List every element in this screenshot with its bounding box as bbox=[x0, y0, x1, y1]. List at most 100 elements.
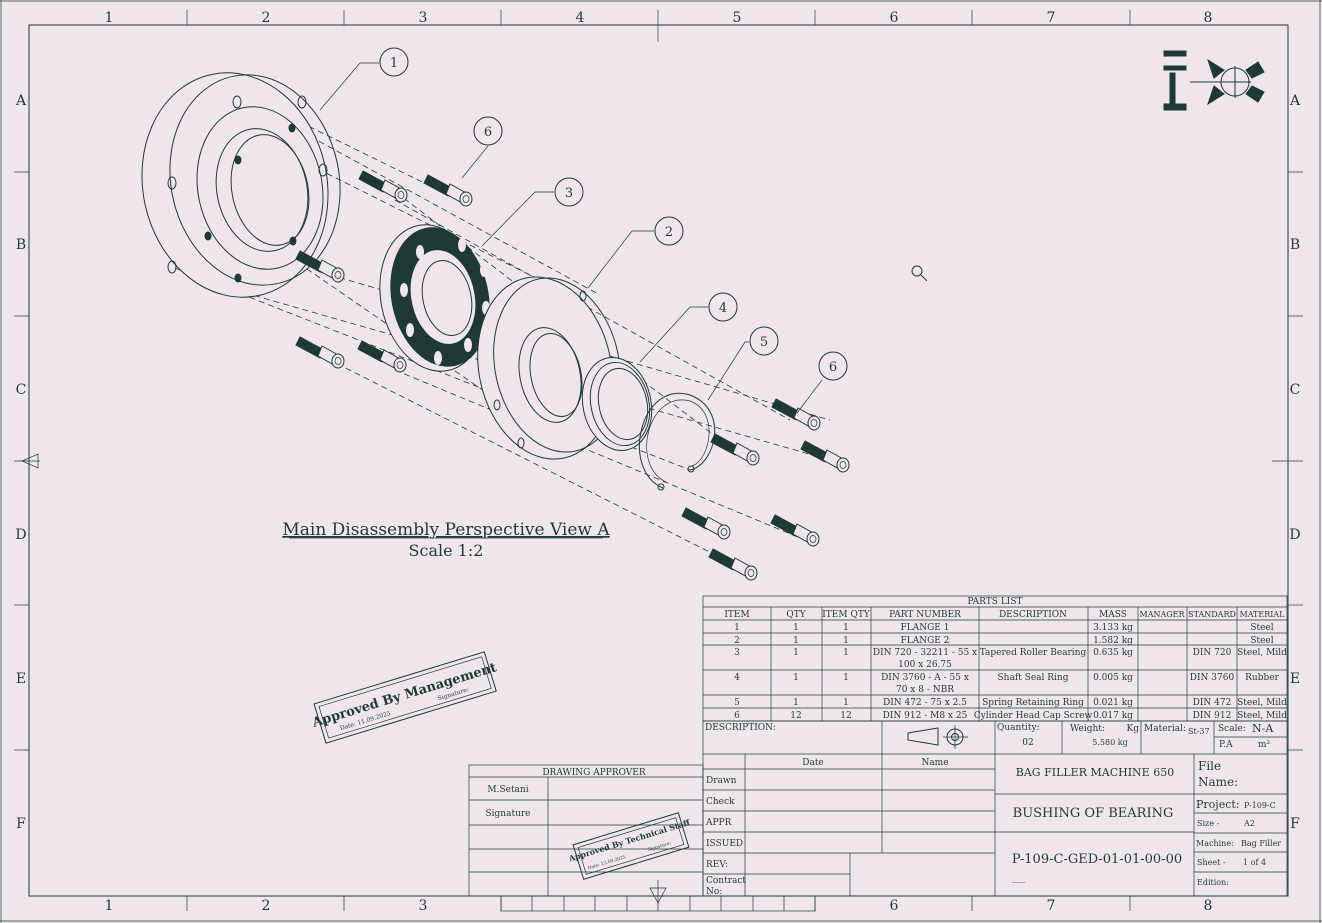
bearing bbox=[379, 224, 490, 372]
management-stamp: Approved By Management Date: 11.09.2025 … bbox=[310, 651, 499, 744]
parts-list: PARTS LIST ITEM QTY ITEM QTY PART NUMBER… bbox=[702, 595, 1288, 722]
view-scale: Scale 1:2 bbox=[409, 541, 484, 560]
parts-list-cell-desc: Shaft Seal Ring bbox=[998, 673, 1069, 683]
parts-list-cell-std: DIN 3760 bbox=[1190, 673, 1235, 683]
svg-text:3: 3 bbox=[419, 10, 428, 26]
svg-text:PART NUMBER: PART NUMBER bbox=[889, 610, 961, 620]
company-logo bbox=[1163, 50, 1265, 111]
svg-text:7: 7 bbox=[1047, 898, 1056, 914]
svg-text:STANDARD: STANDARD bbox=[1188, 610, 1236, 619]
callout-balloon: 1 bbox=[379, 47, 409, 77]
svg-text:Size -: Size - bbox=[1197, 819, 1220, 828]
parts-list-cell-material: Steel, Mild bbox=[1237, 648, 1287, 658]
parts-list-cell-item-qty: 1 bbox=[843, 698, 849, 708]
svg-text:Material:: Material: bbox=[1144, 724, 1186, 734]
parts-list-cell-qty: 1 bbox=[793, 698, 799, 708]
svg-text:Weight:: Weight: bbox=[1070, 724, 1105, 734]
svg-text:Approved By Technical Staff: Approved By Technical Staff bbox=[567, 817, 692, 864]
svg-text:DRAWING APPROVER: DRAWING APPROVER bbox=[542, 768, 646, 778]
drawing-number: P-109-C-GED-01-01-00-00 bbox=[1012, 852, 1182, 867]
svg-text:1: 1 bbox=[105, 898, 114, 914]
svg-text:E: E bbox=[16, 671, 26, 687]
parts-list-cell-material: Steel bbox=[1250, 636, 1273, 646]
parts-list-cell-part-cont: 70 x 8 - NBR bbox=[896, 685, 954, 695]
technical-stamp: Approved By Technical Staff Date: 12.09.… bbox=[567, 812, 692, 880]
parts-list-cell-mass: 0.635 kg bbox=[1093, 648, 1133, 658]
parts-list-cell-item: 6 bbox=[734, 711, 740, 721]
callout-balloon: 3 bbox=[554, 177, 584, 207]
svg-text:A: A bbox=[1289, 93, 1301, 109]
svg-text:2: 2 bbox=[665, 225, 673, 240]
zone-ticks bbox=[14, 10, 1303, 911]
parts-list-cell-part: DIN 3760 - A - 55 x bbox=[881, 673, 969, 683]
svg-text:1: 1 bbox=[390, 56, 398, 71]
parts-list-cell-std: DIN 912 bbox=[1193, 711, 1232, 721]
svg-text:A: A bbox=[15, 93, 27, 109]
parts-list-cell-material: Steel, Mild bbox=[1237, 698, 1287, 708]
svg-text:Approved By Management: Approved By Management bbox=[310, 660, 499, 731]
parts-list-cell-qty: 1 bbox=[793, 636, 799, 646]
svg-text:8: 8 bbox=[1204, 898, 1213, 914]
svg-text:A2: A2 bbox=[1243, 819, 1255, 828]
callout-balloon: 6 bbox=[818, 351, 848, 381]
svg-text:ISSUED: ISSUED bbox=[706, 839, 743, 849]
svg-text:MASS: MASS bbox=[1099, 610, 1127, 620]
parts-list-cell-part: DIN 472 - 75 x 2.5 bbox=[883, 698, 967, 708]
callout-balloon: 5 bbox=[749, 326, 779, 356]
svg-text:Bag Filler: Bag Filler bbox=[1241, 839, 1281, 848]
svg-text:Signature:: Signature: bbox=[647, 840, 672, 853]
svg-text:MATERIAL: MATERIAL bbox=[1240, 610, 1286, 619]
parts-list-cell-item: 2 bbox=[734, 636, 740, 646]
machine-name: BAG FILLER MACHINE 650 bbox=[1016, 766, 1174, 779]
svg-text:MANAGER: MANAGER bbox=[1140, 610, 1186, 619]
parts-list-cell-item-qty: 12 bbox=[840, 711, 851, 721]
svg-text:St-37: St-37 bbox=[1188, 727, 1210, 736]
svg-text:Kg: Kg bbox=[1127, 724, 1140, 734]
svg-text:Check: Check bbox=[706, 797, 735, 807]
flange-2 bbox=[477, 276, 621, 460]
seal-ring bbox=[581, 356, 653, 452]
svg-text:ITEM: ITEM bbox=[724, 610, 749, 620]
svg-text:02: 02 bbox=[1022, 738, 1033, 748]
svg-text:5.580 kg: 5.580 kg bbox=[1092, 738, 1127, 747]
parts-list-cell-item-qty: 1 bbox=[843, 673, 849, 683]
svg-text:2: 2 bbox=[262, 10, 271, 26]
svg-text:Quantity:: Quantity: bbox=[997, 723, 1040, 733]
magnifier-icon[interactable] bbox=[911, 265, 928, 282]
parts-list-cell-item-qty: 1 bbox=[843, 623, 849, 633]
parts-list-cell-item: 3 bbox=[734, 648, 740, 658]
svg-text:5: 5 bbox=[733, 10, 742, 26]
svg-text:2: 2 bbox=[262, 898, 271, 914]
part-name: BUSHING OF BEARING bbox=[1013, 806, 1174, 821]
svg-text:Signature: Signature bbox=[485, 809, 530, 819]
callout-balloon: 6 bbox=[473, 116, 503, 146]
svg-text:DESCRIPTION:: DESCRIPTION: bbox=[705, 723, 776, 733]
svg-text:7: 7 bbox=[1047, 10, 1056, 26]
svg-text:8: 8 bbox=[1204, 10, 1213, 26]
svg-text:Name:: Name: bbox=[1198, 775, 1238, 789]
svg-text:Name: Name bbox=[921, 758, 948, 768]
svg-text:REV:: REV: bbox=[706, 860, 728, 870]
callout-balloon: 2 bbox=[654, 216, 684, 246]
svg-text:Date: Date bbox=[802, 758, 824, 768]
svg-text:4: 4 bbox=[719, 301, 727, 316]
screw-group-2 bbox=[681, 398, 850, 581]
svg-text:QTY: QTY bbox=[786, 610, 806, 620]
svg-text:5: 5 bbox=[760, 335, 768, 350]
view-title: Main Disassembly Perspective View A bbox=[282, 520, 610, 540]
parts-list-cell-qty: 1 bbox=[793, 673, 799, 683]
svg-text:ITEM QTY: ITEM QTY bbox=[822, 610, 871, 620]
svg-text:D: D bbox=[15, 527, 26, 543]
svg-text:Contract: Contract bbox=[706, 876, 746, 886]
svg-text:File: File bbox=[1198, 759, 1221, 773]
svg-text:Edition:: Edition: bbox=[1197, 878, 1229, 887]
parts-list-cell-mass: 0.021 kg bbox=[1093, 698, 1133, 708]
svg-text:6: 6 bbox=[484, 125, 492, 140]
svg-text:F: F bbox=[16, 816, 26, 832]
parts-list-cell-qty: 1 bbox=[793, 623, 799, 633]
parts-list-cell-std: DIN 472 bbox=[1193, 698, 1232, 708]
